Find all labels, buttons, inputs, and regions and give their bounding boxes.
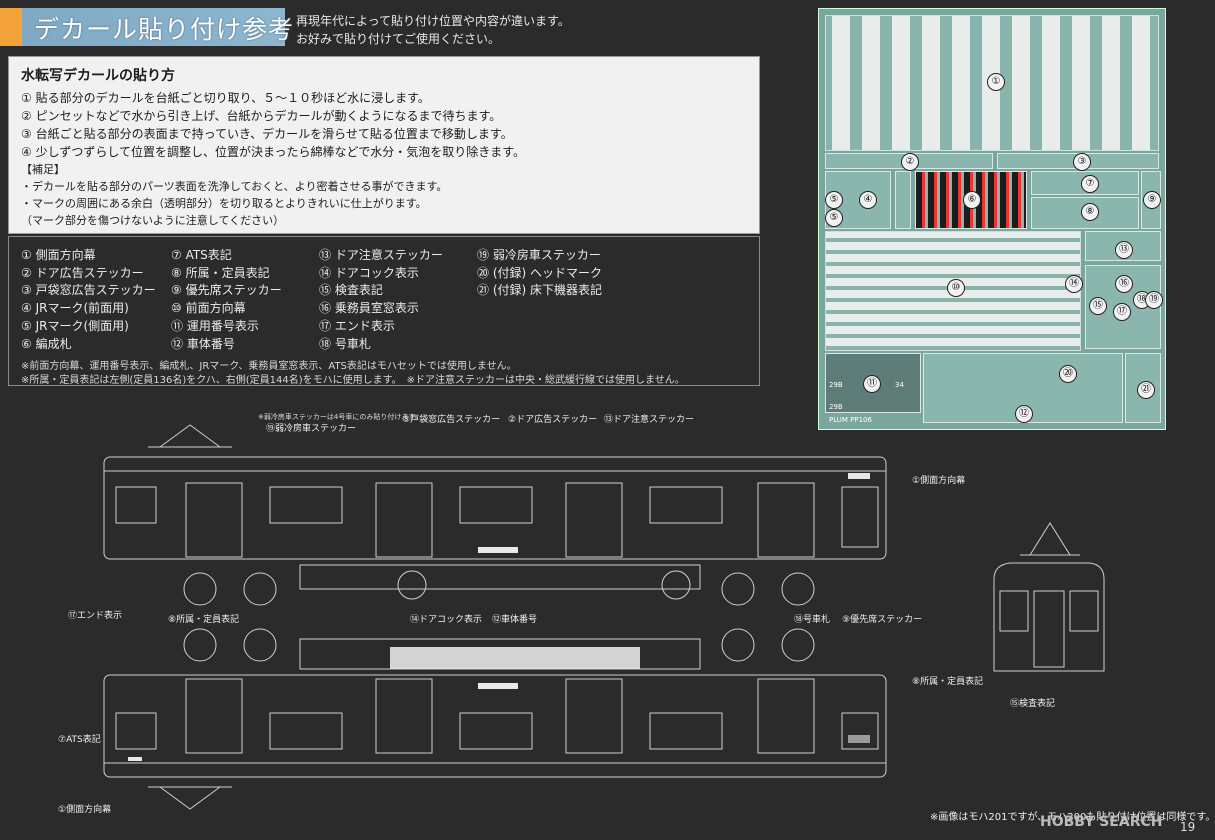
sheet-num-6: ⑥ [963, 191, 981, 209]
sheet-num-17: ⑰ [1113, 303, 1131, 321]
legend-item: ① 側面方向幕 [21, 248, 96, 262]
watermark: HOBBY SEARCH [1040, 814, 1163, 830]
label-inspection: ⑮検査表記 [1010, 699, 1056, 709]
legend-item: ⑪ 運用番号表示 [171, 318, 259, 333]
legend-col-2: ⑦ ATS表記 ⑧ 所属・定員表記 ⑨ 優先席ステッカー ⑩ 前面方向幕 ⑪ 運… [171, 247, 282, 353]
op-number-1: 29B [829, 381, 843, 389]
car-number-mark [478, 547, 518, 553]
legend-box: ① 側面方向幕 ② ドア広告ステッカー ③ 戸袋窓広告ステッカー ④ JRマーク… [8, 236, 760, 386]
legend-item: ⑨ 優先席ステッカー [171, 283, 282, 298]
sheet-num-20: ⑳ [1059, 365, 1077, 383]
label-car-number: ⑫車体番号 [492, 615, 538, 625]
footer-note: ※画像はモハ201ですが、モハ200も貼り付け位置は同様です。 [930, 812, 1215, 823]
legend-note-2: ※所属・定員表記は左側(定員136名)をクハ、右側(定員144名)をモハに使用し… [21, 375, 685, 386]
header-note-1: 再現年代によって貼り付け位置や内容が違います。 [296, 14, 570, 28]
instructions-box: 水転写デカールの貼り方 ① 貼る部分のデカールを台紙ごと切り取り、５～１０秒ほど… [8, 56, 760, 234]
destination-mark-lower [848, 735, 870, 743]
decal-formation-plates [915, 171, 1027, 229]
op-number-3: 34 [895, 381, 904, 389]
legend-item: ㉑ (付録) 床下機器表記 [477, 283, 602, 298]
lower-car-body [103, 628, 887, 810]
label-weak-ac: ⑲弱冷房車ステッカー [266, 424, 357, 434]
legend-item: ⑫ 車体番号 [171, 336, 235, 351]
legend-item: ⑰ エンド表示 [319, 318, 395, 333]
sheet-num-16: ⑯ [1115, 275, 1133, 293]
sheet-num-15: ⑮ [1089, 297, 1107, 315]
instructions-heading: 水転写デカールの貼り方 [21, 68, 175, 84]
sheet-num-11: ⑪ [863, 375, 881, 393]
upper-car-body [103, 424, 887, 606]
legend-col-1: ① 側面方向幕 ② ドア広告ステッカー ③ 戸袋窓広告ステッカー ④ JRマーク… [21, 247, 156, 353]
header-banner [0, 8, 285, 46]
label-end: ⑰エンド表示 [68, 611, 123, 621]
train-drawing [103, 424, 1105, 810]
label-side-destination: ①側面方向幕 [912, 476, 966, 486]
legend-col-3: ⑬ ドア注意ステッカー ⑭ ドアコック表示 ⑮ 検査表記 ⑯ 乗務員室窓表示 ⑰… [319, 247, 443, 353]
label-ats: ⑦ATS表記 [58, 735, 101, 745]
decal-jr-side [895, 171, 911, 229]
step-4: ④ 少しずつずらして位置を調整し、位置が決まったら綿棒などで水分・気泡を取り除き… [21, 145, 526, 159]
sheet-num-13: ⑬ [1115, 241, 1133, 259]
label-capacity: ⑧所属・定員表記 [168, 615, 240, 625]
label-side-destination-lower: ①側面方向幕 [58, 805, 112, 815]
destination-mark [848, 473, 870, 479]
legend-item: ⑥ 編成札 [21, 336, 72, 351]
supplement-2: ・マークの周囲にある余白（透明部分）を切り取るとよりきれいに仕上がります。 [21, 197, 427, 210]
step-3: ③ 台紙ごと貼る部分の表面まで持っていき、デカールを滑らせて貼る位置まで移動しま… [21, 127, 513, 141]
sheet-num-3: ③ [1073, 153, 1091, 171]
op-number-2: 29B [829, 403, 843, 411]
label-door-caution: ⑬ドア注意ステッカー [604, 415, 695, 425]
label-priority-seat: ⑨優先席ステッカー [842, 615, 923, 625]
legend-item: ③ 戸袋窓広告ステッカー [21, 283, 156, 298]
header-note-2: お好みで貼り付けてご使用ください。 [296, 32, 501, 46]
supplement-1: ・デカールを貼る部分のパーツ表面を洗浄しておくと、より密着させる事ができます。 [21, 180, 448, 193]
legend-item: ⑲ 弱冷房車ステッカー [477, 248, 601, 262]
sheet-num-12: ⑫ [1015, 405, 1033, 423]
legend-item: ⑧ 所属・定員表記 [171, 265, 270, 280]
label-door-cock: ⑭ドアコック表示 [410, 615, 483, 625]
legend-item: ⑮ 検査表記 [319, 283, 383, 298]
legend-item: ⑬ ドア注意ステッカー [319, 248, 443, 262]
sheet-num-8: ⑧ [1081, 203, 1099, 221]
label-door-pocket-ad: ③戸袋窓広告ステッカー [402, 415, 501, 425]
label-car-plate: ⑱号車札 [794, 615, 831, 625]
sheet-num-4: ④ [859, 191, 877, 209]
sheet-brand: PLUM PP106 [829, 416, 872, 424]
underfloor-boxes [390, 647, 640, 669]
sheet-num-7: ⑦ [1081, 175, 1099, 193]
step-2: ② ピンセットなどで水から引き上げ、台紙からデカールが動くようになるまで待ちます… [21, 109, 502, 123]
sheet-num-2: ② [901, 153, 919, 171]
legend-col-4: ⑲ 弱冷房車ステッカー ⑳ (付録) ヘッドマーク ㉑ (付録) 床下機器表記 [477, 247, 602, 300]
sheet-num-5b: ⑤ [825, 209, 843, 227]
legend-item: ② ドア広告ステッカー [21, 265, 144, 280]
sheet-num-9: ⑨ [1143, 191, 1161, 209]
sheet-num-10: ⑩ [947, 279, 965, 297]
page-title: デカール貼り付け参考 [34, 15, 295, 44]
sheet-num-21: ㉑ [1137, 381, 1155, 399]
ats-mark [128, 757, 142, 761]
legend-item: ⑭ ドアコック表示 [319, 265, 419, 280]
supplement-3: （マーク部分を傷つけないように注意してください） [21, 214, 285, 227]
legend-item: ⑱ 号車札 [319, 336, 371, 351]
label-door-ad: ②ドア広告ステッカー [508, 415, 598, 425]
legend-item: ⑤ JRマーク(側面用) [21, 318, 129, 333]
legend-item: ⑦ ATS表記 [171, 248, 232, 262]
car-number-mark-lower [478, 683, 518, 689]
sheet-num-14: ⑭ [1065, 275, 1083, 293]
label-capacity-lower: ⑧所属・定員表記 [912, 677, 984, 687]
sheet-num-19: ⑲ [1145, 291, 1163, 309]
step-1: ① 貼る部分のデカールを台紙ごと切り取り、５～１０秒ほど水に浸します。 [21, 91, 430, 105]
label-weak-ac-note: ※弱冷房車ステッカーは4号車にのみ貼り付けます。 [258, 413, 422, 421]
legend-note-1: ※前面方向幕、運用番号表示、編成札、JRマーク、乗務員室窓表示、ATS表記はモハ… [21, 361, 517, 372]
sheet-num-5: ⑤ [825, 191, 843, 209]
legend-item: ⑯ 乗務員室窓表示 [319, 301, 419, 316]
supplement-title: 【補足】 [21, 163, 65, 176]
legend-item: ⑳ (付録) ヘッドマーク [477, 265, 602, 280]
decal-sheet: 29B 29B 34 ① ② ③ ④ ⑤ ⑥ ⑦ ⑧ ⑨ ⑩ ⑪ ⑫ ⑬ ⑭ ⑮… [818, 8, 1166, 430]
legend-item: ④ JRマーク(前面用) [21, 301, 129, 316]
page-number: 19 [1180, 820, 1196, 834]
sheet-num-1: ① [987, 73, 1005, 91]
legend-item: ⑩ 前面方向幕 [171, 301, 246, 316]
front-view [993, 522, 1105, 672]
